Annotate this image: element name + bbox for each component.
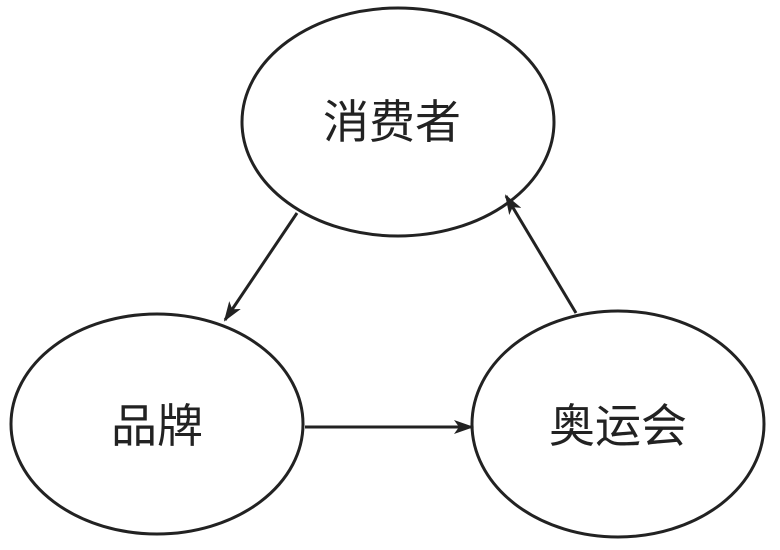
olympics-label: 奥运会 bbox=[549, 399, 687, 453]
edge-consumer-to-brand bbox=[223, 212, 299, 322]
edge-olympics-to-consumer bbox=[504, 194, 578, 314]
brand-label: 品牌 bbox=[111, 399, 203, 453]
consumer-ellipse bbox=[240, 6, 556, 238]
brand-ellipse bbox=[9, 312, 305, 536]
node-brand: 品牌 bbox=[9, 312, 305, 536]
consumer-label: 消费者 bbox=[323, 95, 461, 149]
node-consumer: 消费者 bbox=[240, 6, 556, 238]
node-olympics: 奥运会 bbox=[470, 309, 766, 539]
